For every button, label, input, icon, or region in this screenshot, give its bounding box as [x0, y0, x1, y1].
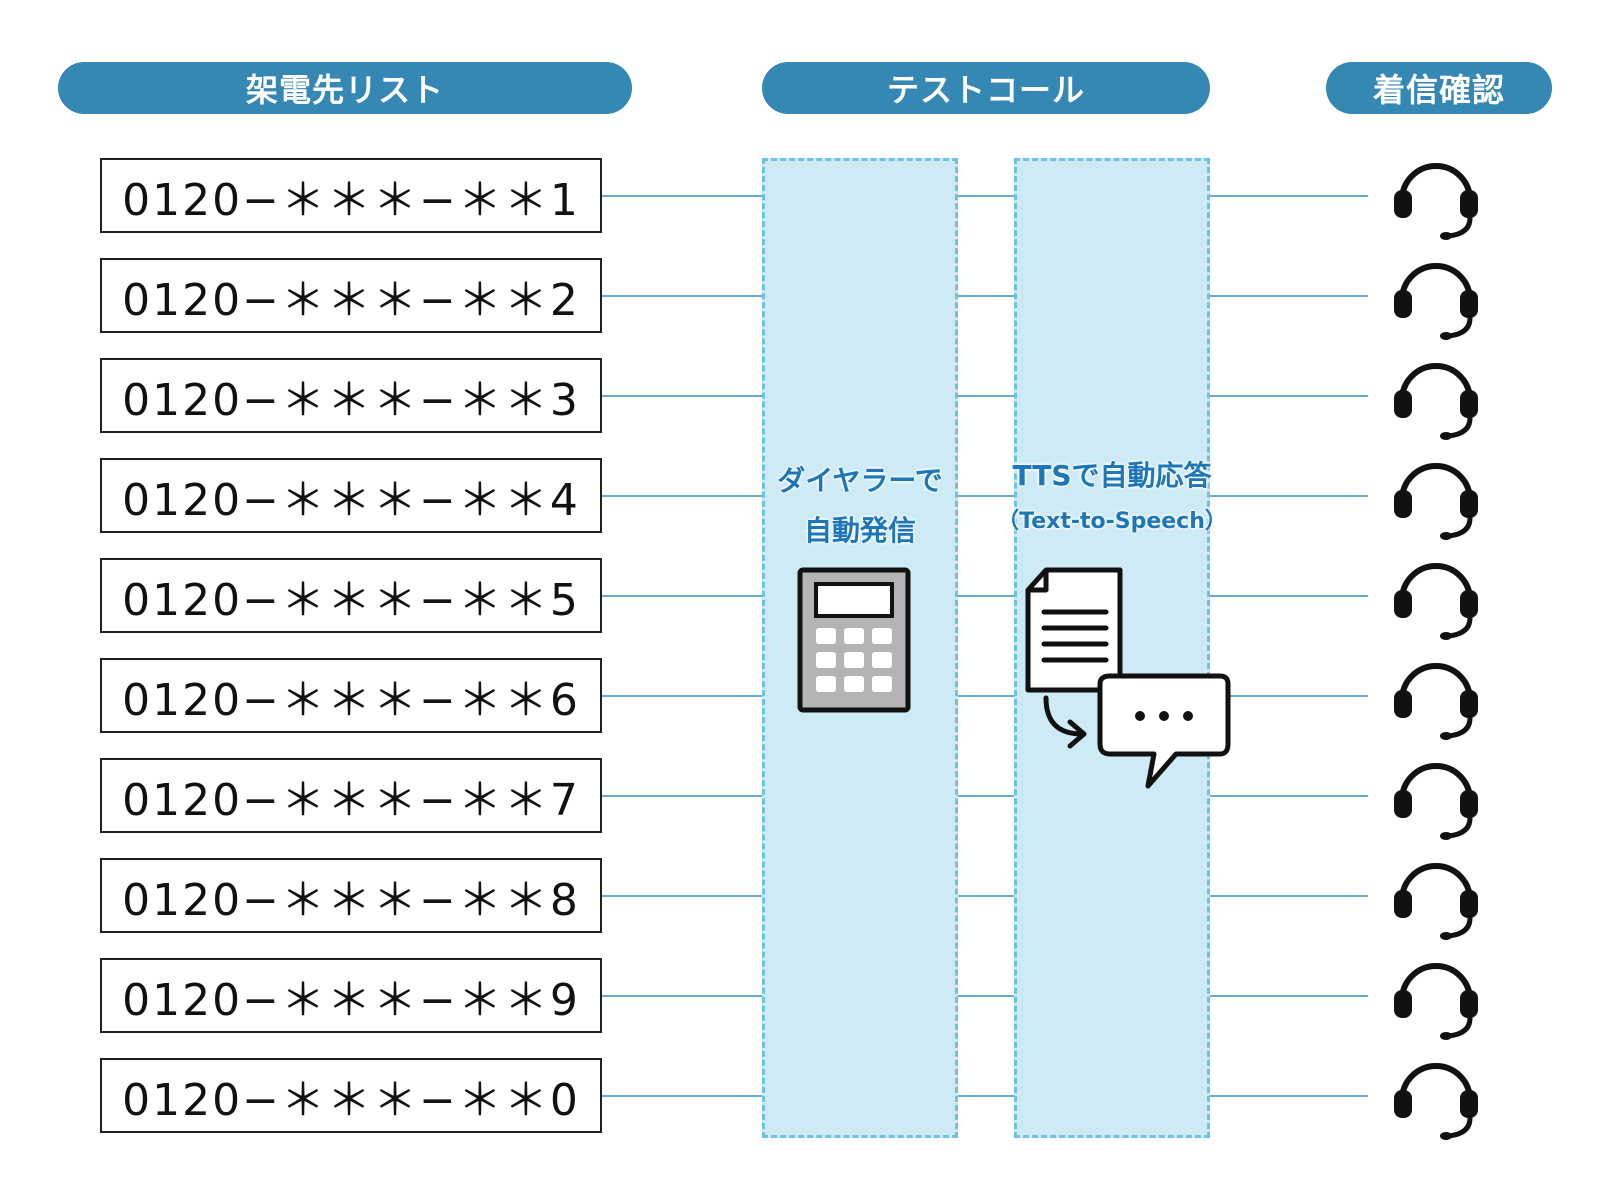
dialer-device-icon — [797, 567, 911, 713]
phone-number-item: 0120−＊＊＊−＊＊0 — [100, 1058, 602, 1133]
tts-sub-label: （Text-to-Speech） — [997, 509, 1227, 534]
document-to-speech-icon — [1025, 567, 1231, 789]
tts-label: TTSで自動応答 — [1012, 459, 1212, 492]
headset-icon — [1394, 863, 1478, 940]
phone-number-item: 0120−＊＊＊−＊＊1 — [100, 158, 602, 233]
phone-number-item: 0120−＊＊＊−＊＊4 — [100, 458, 602, 533]
phone-number-item: 0120−＊＊＊−＊＊8 — [100, 858, 602, 933]
headset-icon — [1394, 1063, 1478, 1140]
header-test-call: テストコール — [762, 62, 1210, 114]
headset-icon — [1394, 963, 1478, 1040]
headset-icon — [1394, 363, 1478, 440]
phone-number-item: 0120−＊＊＊−＊＊5 — [100, 558, 602, 633]
header-incoming-check: 着信確認 — [1326, 62, 1552, 114]
headset-icon — [1394, 263, 1478, 340]
headset-icon — [1394, 463, 1478, 540]
phone-number-item: 0120−＊＊＊−＊＊9 — [100, 958, 602, 1033]
dialer-label: ダイヤラーで 自動発信 — [762, 456, 958, 556]
headset-icon — [1394, 763, 1478, 840]
phone-number-item: 0120−＊＊＊−＊＊2 — [100, 258, 602, 333]
headset-icon — [1394, 663, 1478, 740]
phone-number-item: 0120−＊＊＊−＊＊3 — [100, 358, 602, 433]
headset-icon — [1394, 163, 1478, 240]
dialer-label-line1: ダイヤラーで — [777, 464, 943, 497]
headset-icon — [1394, 563, 1478, 640]
phone-number-item: 0120−＊＊＊−＊＊7 — [100, 758, 602, 833]
phone-number-item: 0120−＊＊＊−＊＊6 — [100, 658, 602, 733]
header-call-list: 架電先リスト — [58, 62, 632, 114]
dialer-label-line2: 自動発信 — [803, 514, 916, 547]
